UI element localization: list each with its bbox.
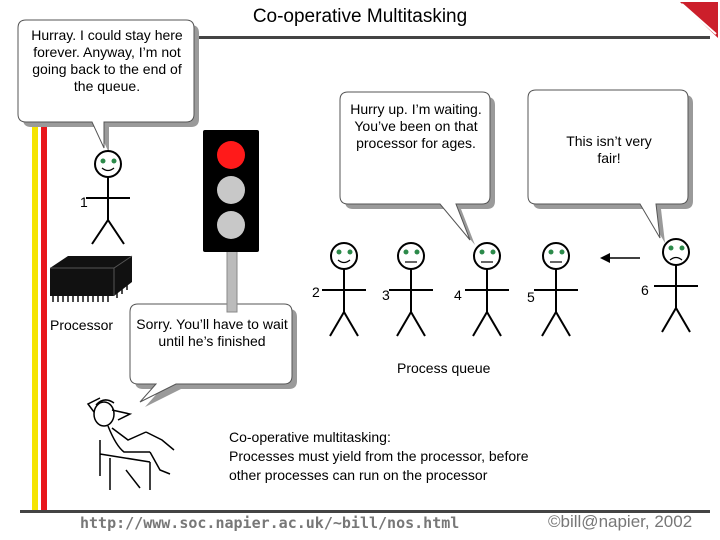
process-figure-5: [534, 242, 578, 337]
corner-accent-line: [681, 3, 717, 35]
process-number-1: 1: [80, 194, 88, 210]
speech-bubble-last: [527, 89, 693, 243]
reclining-figure: [86, 397, 175, 490]
bubble-last-text: This isn’t very fair!: [566, 133, 652, 166]
traffic-light-amber: [217, 176, 245, 204]
process-number-5: 5: [527, 289, 535, 305]
left-bar-yellow: [32, 20, 38, 510]
process-figure-4: [465, 242, 509, 337]
bubble-running-text: Hurray. I could stay here forever. Anywa…: [31, 27, 183, 94]
process-number-2: 2: [312, 284, 320, 300]
page-title: Co-operative Multitasking: [252, 6, 468, 27]
traffic-light-green: [217, 211, 245, 239]
speech-bubble-processor: [129, 303, 297, 407]
bubble-waiting-text: Hurry up. I’m waiting. You’ve been on th…: [350, 101, 482, 151]
footer-copyright: ©bill@napier, 2002: [548, 512, 693, 531]
process-figure-1: [86, 150, 130, 245]
speech-bubble-waiting: [339, 91, 495, 245]
traffic-light-red: [217, 141, 245, 169]
process-figure-6: [654, 238, 698, 333]
traffic-light: [203, 130, 259, 313]
processor-chip: [50, 255, 133, 302]
process-figure-2: [322, 242, 366, 337]
process-number-4: 4: [454, 287, 462, 303]
process-number-6: 6: [641, 282, 649, 298]
bubble-processor-text: Sorry. You’ll have to wait until he’s fi…: [136, 316, 288, 349]
footer-url: http://www.soc.napier.ac.uk/~bill/nos.ht…: [80, 514, 460, 532]
process-queue-label: Process queue: [397, 360, 491, 376]
note-block: Co-operative multitasking: Processes mus…: [229, 428, 529, 485]
speech-bubble-running: [17, 19, 199, 153]
process-number-3: 3: [382, 287, 390, 303]
queue-arrow: [600, 253, 640, 263]
processor-label: Processor: [50, 317, 114, 333]
process-figure-3: [389, 242, 433, 337]
header-rule: [190, 36, 710, 39]
footer-rule: [20, 510, 710, 513]
note-body: Processes must yield from the processor,…: [229, 448, 529, 483]
left-bar-red: [41, 20, 47, 510]
note-heading: Co-operative multitasking:: [229, 429, 391, 445]
